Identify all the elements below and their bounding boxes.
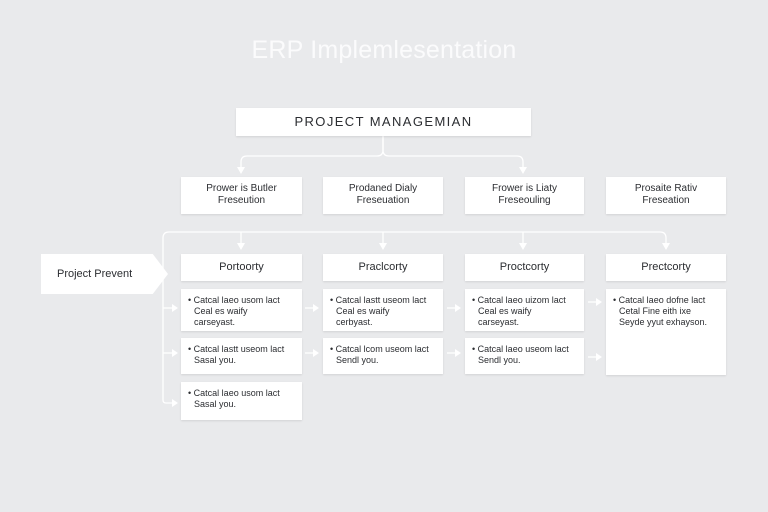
phase-line: Freseution [217,195,266,206]
task-node: • Catcal lcom useom lact Sendl you. [323,338,443,374]
root-node: PROJECT MANAGEMIAN [236,108,531,136]
phase-line: Freseation [642,195,690,206]
column-header: Prectcorty [606,254,726,281]
task-node: • Catcal laeo dofne lact Cetal Fine eith… [606,289,726,375]
task-node: • Catcal laeo useom lact Sendl you. [465,338,584,374]
phase-node: Prosaite Rativ Freseation [606,177,726,214]
arrowhead [313,304,319,312]
task-line: • Catcal lastt useom lact [188,344,296,355]
connector [162,399,173,404]
task-text: Catcal laeo usom lact [193,388,280,398]
arrowhead [596,353,602,361]
task-line: Sasal you. [194,355,237,365]
bullet-glyph: • [188,388,192,398]
connector [240,136,384,168]
task-text: Catcal lastt useom lact [335,295,427,305]
task-node: • Catcal lastt useom lact Sasal you. [181,338,302,374]
column-header: Praclcorty [323,254,443,281]
task-line: • Catcal laeo uizom lact [472,295,578,306]
task-line: Sendl you. [478,355,521,365]
task-line: • Catcal lcom useom lact [330,344,437,355]
phase-line: Frower is Liaty [491,183,557,194]
task-line: • Catcal laeo dofne lact [613,295,720,306]
arrowhead [237,243,245,250]
arrowhead [313,349,319,357]
arrowhead [379,243,387,250]
bullet-glyph: • [613,295,617,305]
task-line: Seyde yyut exhayson. [619,317,708,327]
connector [162,231,667,400]
bullet-glyph: • [188,344,192,354]
task-line: • Catcal lastt useom lact [330,295,437,306]
arrowhead [172,399,178,407]
task-line: • Catcal laeo usom lact [188,388,296,399]
task-line: • Catcal laeo useom lact [472,344,578,355]
arrowhead [237,167,245,174]
arrowhead [596,298,602,306]
arrowhead [519,167,527,174]
arrowhead [455,304,461,312]
task-line: Sasal you. [194,399,237,409]
task-line: Ceal es waify [194,306,248,316]
task-text: Catcal laeo uizom lact [477,295,566,305]
side-tag-node: Project Prevent [41,254,168,294]
task-text: Catcal laeo usom lact [193,295,280,305]
arrowhead [662,243,670,250]
phase-line: Freseuation [356,195,410,206]
task-text: Catcal laeo useom lact [477,344,569,354]
connector [382,136,524,168]
phase-line: Freseouling [498,195,551,206]
task-node: • Catcal laeo uizom lact Ceal es waify c… [465,289,584,331]
arrowhead [172,349,178,357]
arrowhead [519,243,527,250]
phase-node: Prower is Butler Freseution [181,177,302,214]
arrowhead [455,349,461,357]
arrowhead [172,304,178,312]
phase-node: Prodaned Dialy Freseuation [323,177,443,214]
task-line: carseyast. [478,317,520,327]
diagram-title: ERP Implemlesentation [251,36,517,64]
bullet-glyph: • [188,295,192,305]
task-line: Ceal es waify [478,306,532,316]
phase-line: Prodaned Dialy [348,183,418,194]
bullet-glyph: • [330,344,334,354]
task-line: Ceal es waify [336,306,390,316]
task-text: Catcal lastt useom lact [193,344,285,354]
task-line: Sendl you. [336,355,379,365]
column-header: Proctcorty [465,254,584,281]
task-node: • Catcal laeo usom lact Ceal es waify ca… [181,289,302,331]
task-text: Catcal lcom useom lact [335,344,429,354]
task-line: carseyast. [194,317,236,327]
phase-node: Frower is Liaty Freseouling [465,177,584,214]
task-line: • Catcal laeo usom lact [188,295,296,306]
bullet-glyph: • [330,295,334,305]
column-header: Portoorty [181,254,302,281]
task-node: • Catcal lastt useom lact Ceal es waify … [323,289,443,331]
phase-line: Prower is Butler [206,183,277,194]
bullet-glyph: • [472,295,476,305]
task-text: Catcal laeo dofne lact [618,295,706,305]
task-line: Cetal Fine eith ixe [619,306,692,316]
bullet-glyph: • [472,344,476,354]
task-line: cerbyast. [336,317,373,327]
task-node: • Catcal laeo usom lact Sasal you. [181,382,302,420]
phase-line: Prosaite Rativ [634,183,698,194]
